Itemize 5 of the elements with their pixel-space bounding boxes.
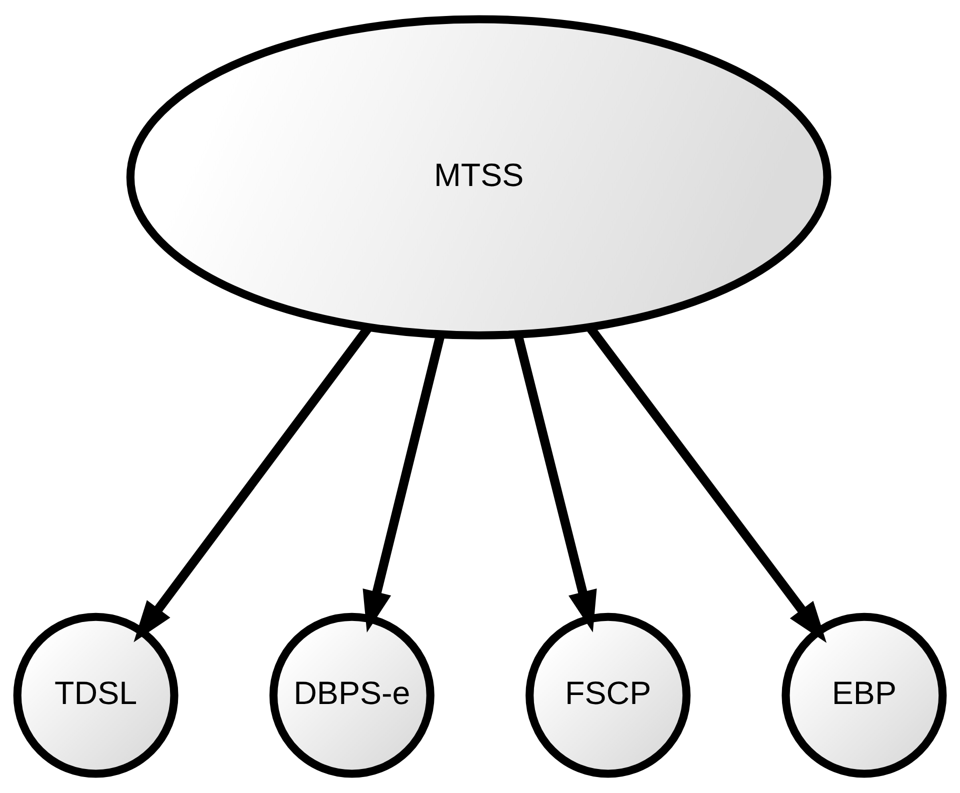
node-ellipse: MTSS (126, 15, 832, 340)
node-circle: DBPS-e (269, 612, 434, 778)
node-circle: FSCP (526, 612, 691, 778)
node-circle: EBP (782, 612, 947, 778)
node-circle: TDSL (13, 612, 178, 778)
